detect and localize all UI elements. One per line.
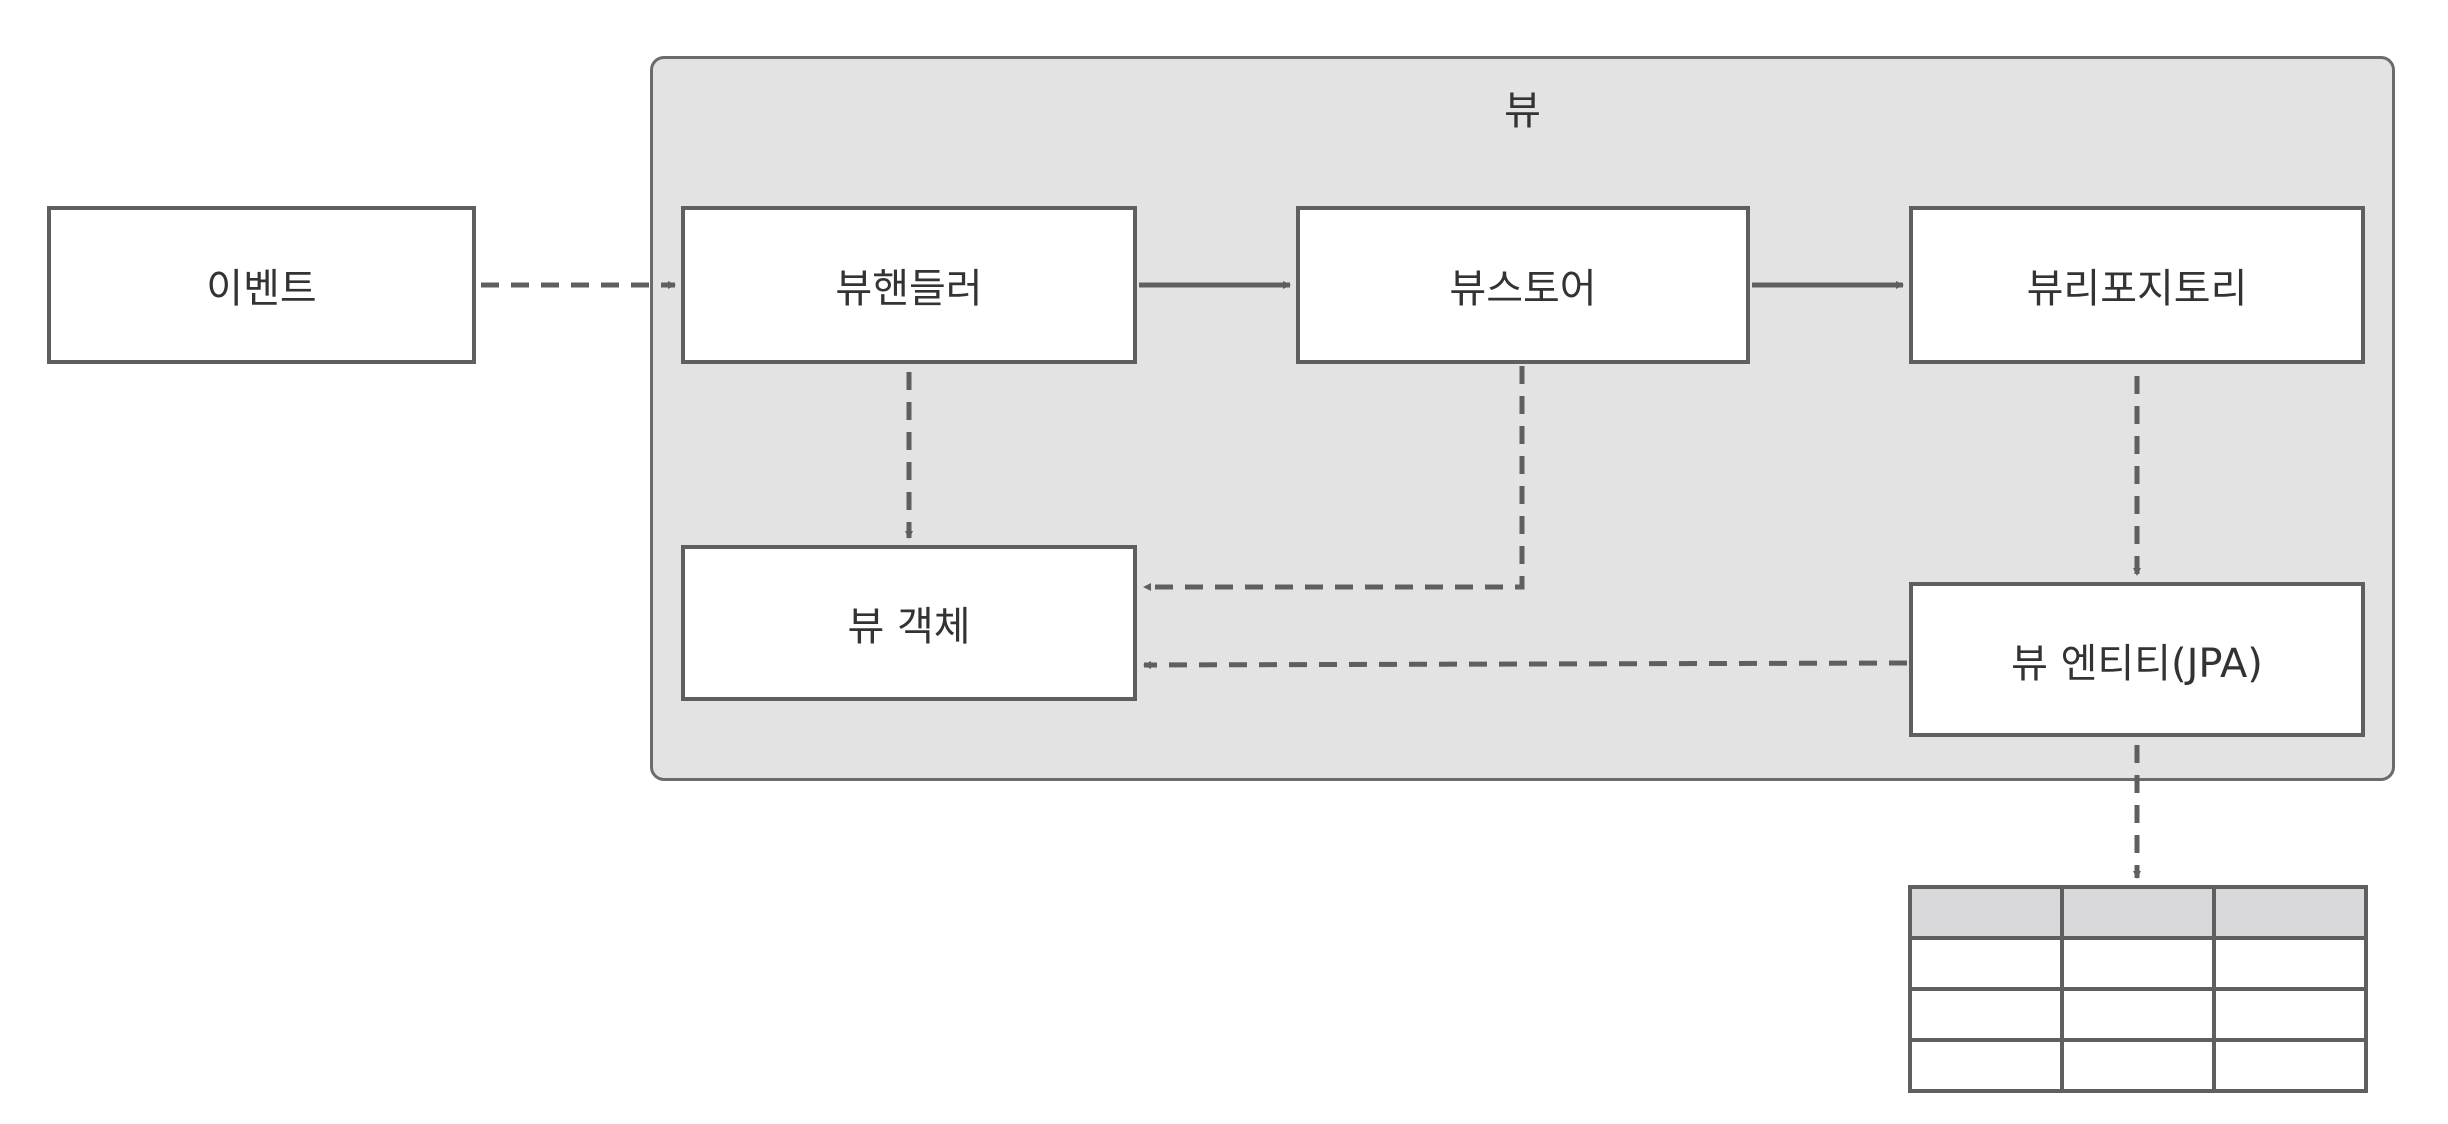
- table-cell: [2064, 991, 2212, 1038]
- view-entity-node: 뷰 엔티티(JPA): [1909, 582, 2365, 737]
- table-cell: [1912, 991, 2060, 1038]
- table-cell: [2064, 1042, 2212, 1089]
- entity-to-object-arrow: [1143, 660, 1908, 669]
- table-cell: [1912, 1042, 2060, 1089]
- view-object-node: 뷰 객체: [681, 545, 1137, 701]
- table-cell: [2216, 940, 2364, 987]
- table-header-cell: [2064, 889, 2212, 936]
- table-cell: [2216, 991, 2364, 1038]
- store-to-object-arrow: [1143, 366, 1525, 591]
- view-store-node: 뷰스토어: [1296, 206, 1750, 364]
- table-cell: [2216, 1042, 2364, 1089]
- table-header-cell: [2216, 889, 2364, 936]
- event-node: 이벤트: [47, 206, 476, 364]
- view-handler-node: 뷰핸들러: [681, 206, 1137, 364]
- table-header-cell: [1912, 889, 2060, 936]
- view-repository-node: 뷰리포지토리: [1909, 206, 2365, 364]
- table-cell: [2064, 940, 2212, 987]
- table-cell: [1912, 940, 2060, 987]
- view-container-label: 뷰: [1504, 88, 1541, 134]
- database-table-icon: [1908, 885, 2368, 1093]
